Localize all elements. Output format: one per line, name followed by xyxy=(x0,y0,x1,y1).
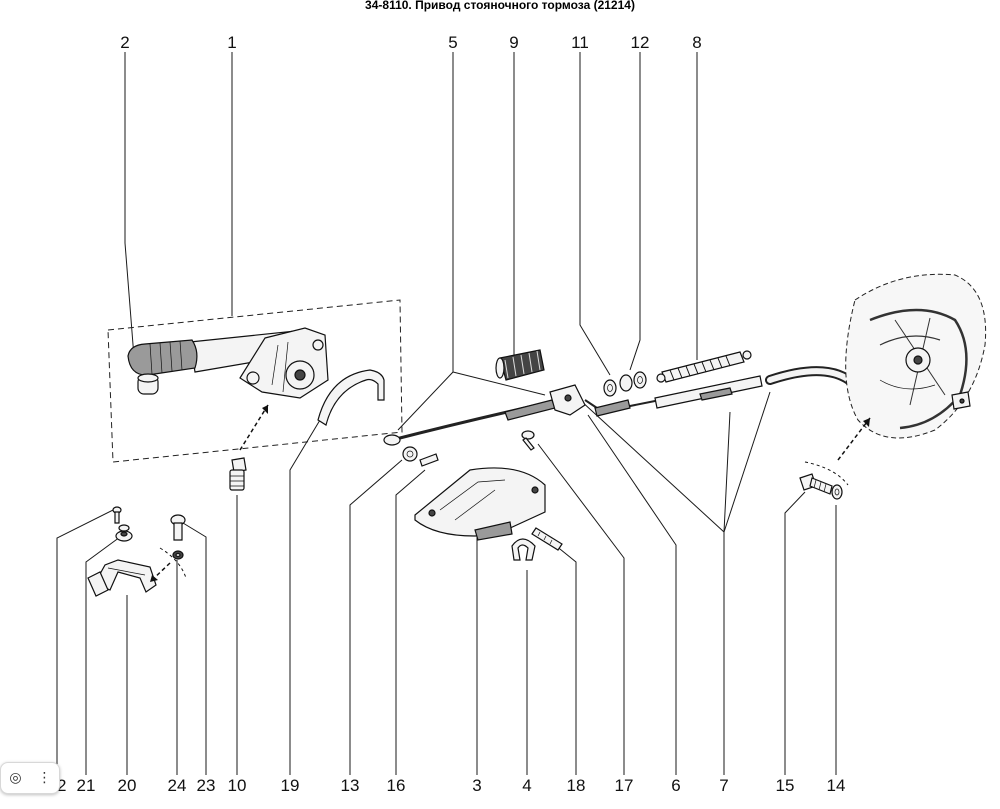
bracket-dash-arc-small xyxy=(159,547,187,579)
assembly-arrow xyxy=(239,404,269,451)
bracket-bolt xyxy=(170,514,186,560)
arrow-head-icon xyxy=(863,418,870,427)
callout-23: 23 xyxy=(197,776,216,795)
image-toolbar: ◎ ⋮ xyxy=(0,762,60,794)
front-cable xyxy=(383,384,586,446)
callout-6: 6 xyxy=(671,776,680,795)
callout-8: 8 xyxy=(692,33,701,52)
callout-13: 13 xyxy=(341,776,360,795)
callout-11: 11 xyxy=(571,33,589,52)
lever-grip xyxy=(127,339,198,376)
callout-10: 10 xyxy=(228,776,247,795)
washer-pin xyxy=(402,446,439,467)
cable-bolt xyxy=(799,473,833,495)
callout-9: 9 xyxy=(509,33,518,52)
leader-lines xyxy=(56,52,837,775)
brake-arrow xyxy=(837,417,871,461)
bracket-nut xyxy=(115,524,133,542)
callout-18: 18 xyxy=(567,776,586,795)
callout-17: 17 xyxy=(615,776,634,795)
callout-24: 24 xyxy=(168,776,187,795)
rear-brake-assembly xyxy=(845,273,987,439)
adjusting-nut xyxy=(603,379,617,397)
sector-bracket xyxy=(317,369,385,426)
callout-16: 16 xyxy=(387,776,406,795)
top-callouts: 2 1 5 9 11 12 8 xyxy=(120,33,701,52)
equalizer-rod xyxy=(584,399,631,417)
return-spring xyxy=(656,350,752,383)
hand-brake-lever xyxy=(189,327,329,399)
callout-1: 1 xyxy=(227,33,236,52)
more-vertical-icon[interactable]: ⋮ xyxy=(37,770,52,786)
lens-icon[interactable]: ◎ xyxy=(9,770,22,786)
page-title: 34-8110. Привод стояночного тормоза (212… xyxy=(365,0,635,12)
callout-2: 2 xyxy=(120,33,129,52)
tunnel-cover xyxy=(414,467,546,541)
cover-screw xyxy=(521,430,535,451)
arrow-head-icon xyxy=(262,405,268,414)
callout-14: 14 xyxy=(827,776,846,795)
lever-assembly-frame xyxy=(107,299,403,463)
callout-5: 5 xyxy=(448,33,457,52)
callout-19: 19 xyxy=(281,776,300,795)
cable-boot xyxy=(495,349,545,381)
callout-3: 3 xyxy=(472,776,481,795)
bolt-washer xyxy=(831,484,843,500)
callout-20: 20 xyxy=(118,776,137,795)
bracket-screw xyxy=(112,506,122,524)
clamp-bolt xyxy=(531,527,563,551)
bottom-callouts: 22 21 20 24 23 10 19 13 16 3 4 18 17 6 7… xyxy=(48,776,846,795)
callout-4: 4 xyxy=(522,776,531,795)
cable-clamp xyxy=(511,538,536,561)
callout-21: 21 xyxy=(77,776,96,795)
mounting-bracket xyxy=(87,559,157,597)
lock-nut xyxy=(619,371,647,392)
mounting-bolt xyxy=(229,457,247,491)
callout-12: 12 xyxy=(631,33,650,52)
button-cap xyxy=(137,373,159,395)
callout-7: 7 xyxy=(719,776,728,795)
callout-15: 15 xyxy=(776,776,795,795)
arrow-head-icon xyxy=(150,575,158,582)
